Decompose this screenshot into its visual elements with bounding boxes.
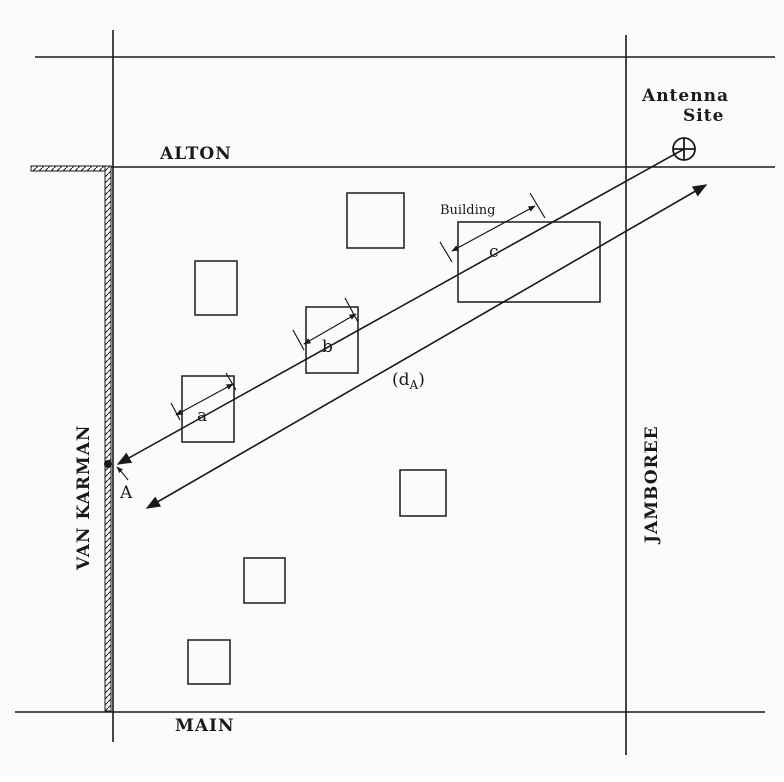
antenna-label-line2: Site (683, 106, 724, 126)
segment-c-arrow (451, 205, 536, 252)
distance-label-open: (d (392, 370, 410, 390)
distance-label-close: ) (418, 370, 425, 390)
point-a-label: A (119, 483, 133, 503)
buildings (181, 192, 601, 685)
segment-a-dimension (170, 372, 237, 421)
distance-label: (dA) (392, 370, 425, 392)
building-bottom-left (187, 639, 231, 685)
segment-a-tick-left (170, 402, 181, 421)
building-label: Building (440, 203, 495, 218)
building-lower-left (243, 557, 286, 604)
building-a (181, 375, 235, 443)
street-label-main: MAIN (175, 716, 235, 736)
segment-c-tick-right (529, 192, 546, 219)
segment-c-label: c (489, 242, 499, 262)
street-label-van-karman: VAN KARMAN (74, 425, 94, 571)
point-a-pointer (116, 466, 129, 481)
segment-c-dimension (439, 192, 546, 263)
segment-b-label: b (322, 337, 333, 357)
segment-b-arrow (303, 313, 357, 345)
point-a-marker (104, 460, 112, 468)
segment-a-tick-right (225, 372, 237, 391)
segment-b-tick-left (292, 329, 305, 351)
antenna-site-icon (672, 137, 696, 161)
distance-label-sub: A (409, 378, 419, 392)
hatched-boundary-top (30, 165, 112, 172)
segment-c-tick-left (439, 241, 453, 263)
hatched-boundary-vertical (104, 165, 112, 712)
street-label-alton: ALTON (159, 144, 232, 164)
segment-b-dimension (292, 297, 359, 351)
building-left-upper (194, 260, 238, 316)
building-right-middle (399, 469, 447, 517)
segment-a-label: a (197, 406, 207, 426)
building-c (457, 221, 601, 303)
street-label-jamboree: JAMBOREE (642, 425, 662, 545)
building-top-center (346, 192, 405, 249)
segment-a-arrow (175, 383, 234, 416)
hatched-boundary (30, 165, 112, 712)
distance-arrow (145, 184, 708, 509)
street-lines (15, 30, 775, 755)
antenna-label-line1: Antenna (641, 86, 729, 106)
segment-b-tick-right (344, 297, 359, 323)
